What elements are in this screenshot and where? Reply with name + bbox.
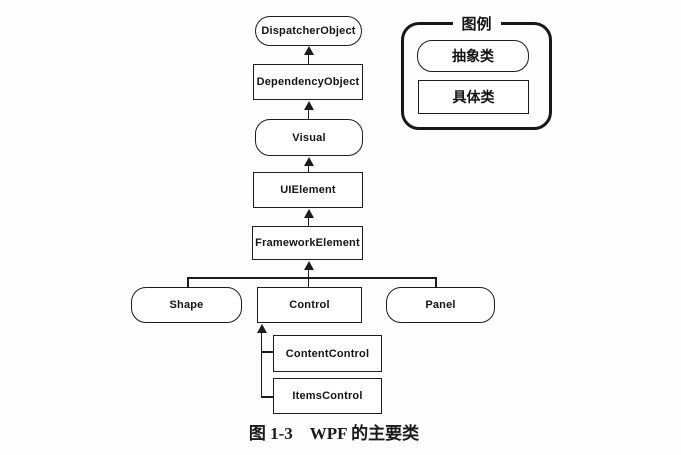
figure-caption: 图 1-3 WPF 的主要类 [248,424,420,443]
branch-connector-shape-stub [187,277,189,288]
arrowhead-up-icon [256,324,267,333]
class-node-control: Control [257,287,362,323]
inheritance-arrow-frameworkelement-to-uielement [303,209,314,226]
arrowhead-up-icon [303,261,314,270]
class-node-panel: Panel [386,287,495,323]
legend-box: 图例 抽象类 具体类 [401,13,552,130]
arrowhead-up-icon [303,101,314,110]
class-node-dependencyobject: DependencyObject [253,64,363,100]
class-node-contentcontrol: ContentControl [273,335,382,372]
arrowhead-up-icon [303,209,314,218]
legend-item-concrete-class: 具体类 [418,80,529,114]
connector-itemscontrol-stub [262,396,274,398]
branch-connector-horizontal [187,277,437,279]
inheritance-arrow-visual-to-dependencyobject [303,101,314,119]
arrowhead-up-icon [303,157,314,166]
legend-item-abstract-class: 抽象类 [417,40,529,72]
class-node-visual: Visual [255,119,363,156]
class-node-itemscontrol: ItemsControl [273,378,382,414]
connector-contentcontrol-stub [262,351,274,353]
inheritance-arrow-subcontrols-to-control [256,324,267,398]
class-node-frameworkelement: FrameworkElement [252,226,363,260]
inheritance-arrow-children-to-frameworkelement [303,261,314,287]
class-node-shape: Shape [131,287,242,323]
inheritance-arrow-uielement-to-visual [303,157,314,172]
class-node-dispatcherobject: DispatcherObject [255,16,362,46]
arrowhead-up-icon [303,46,314,55]
branch-connector-panel-stub [435,277,437,288]
inheritance-arrow-dependencyobject-to-dispatcherobject [303,46,314,65]
legend-title: 图例 [452,13,501,34]
class-node-uielement: UIElement [253,172,363,208]
